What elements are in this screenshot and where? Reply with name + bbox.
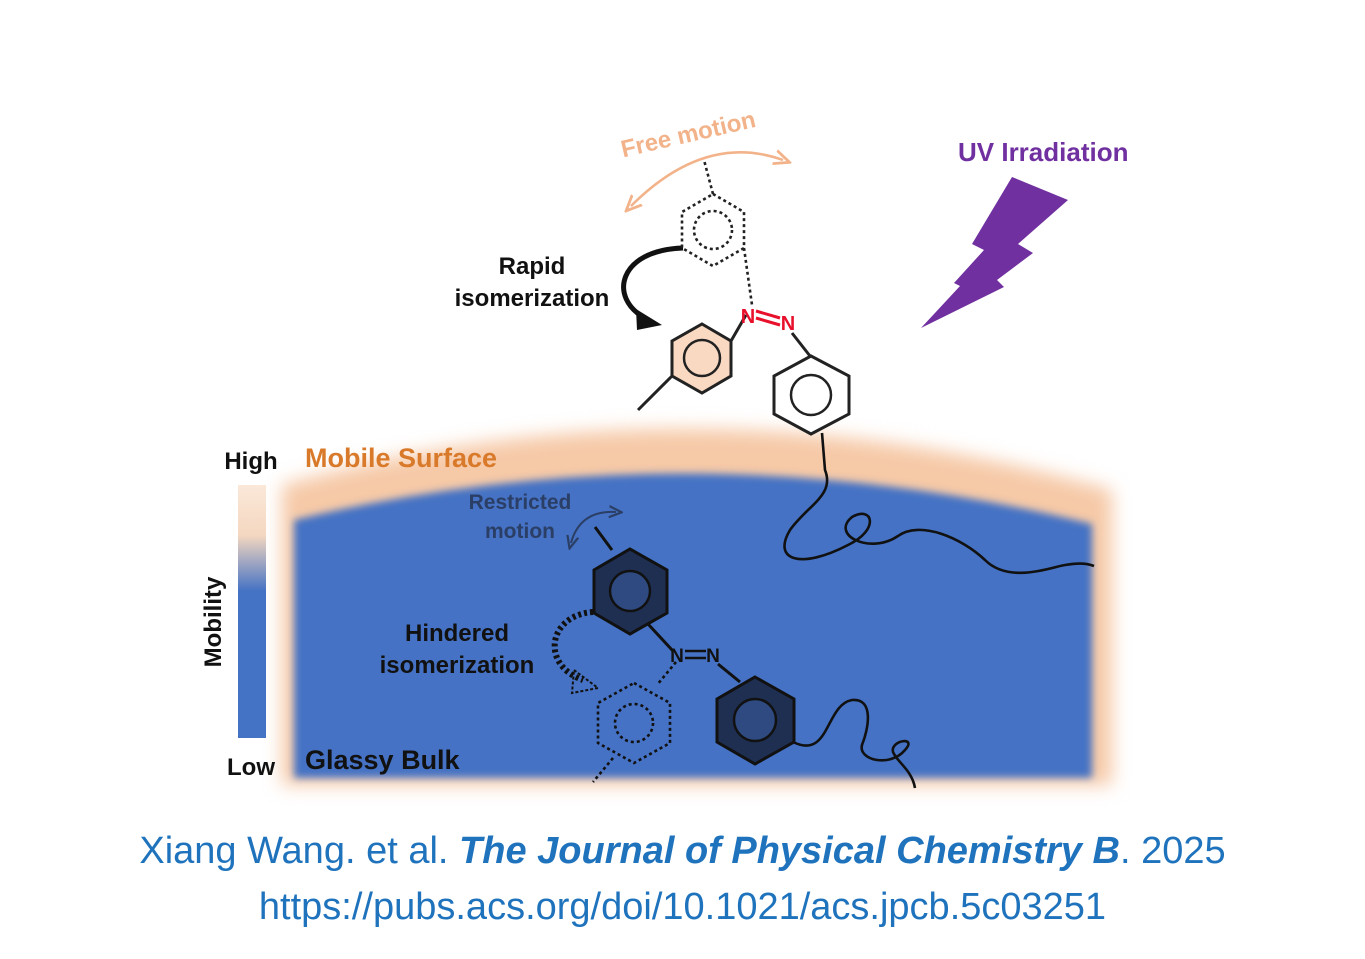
citation-authors: Xiang Wang. et al. — [139, 830, 460, 872]
phenyl-ring-surface-left — [636, 314, 748, 412]
azo-n-right-bulk: N — [706, 646, 720, 667]
glassy-bulk-label: Glassy Bulk — [305, 745, 461, 775]
cis-phenyl-ring-bulk — [592, 661, 678, 783]
azobenzene-mobility-diagram: High Low Mobility Mobile Surface Glassy … — [200, 106, 1128, 789]
cis-phenyl-ring-surface — [680, 159, 754, 306]
hindered-isomerization-arrow — [551, 609, 594, 683]
mobile-surface-label: Mobile Surface — [305, 443, 497, 473]
free-motion-arrow — [631, 152, 783, 206]
high-label: High — [224, 448, 277, 475]
rapid-arrowhead-icon — [636, 309, 662, 330]
hindered-isomerization-label: isomerization — [380, 652, 535, 679]
azo-n-left: N — [741, 306, 755, 328]
glassy-bulk-region — [294, 473, 1092, 778]
phenyl-ring-bulk-upper — [592, 526, 675, 653]
azo-n-left-bulk: N — [670, 646, 684, 667]
hindered-arrowhead-icon — [570, 668, 601, 695]
azo-n-right: N — [781, 313, 795, 335]
azo-double-bond — [755, 309, 781, 320]
uv-irradiation-label: UV Irradiation — [958, 137, 1128, 167]
free-motion-label: Free motion — [618, 106, 758, 163]
citation-year: . 2025 — [1119, 830, 1226, 872]
azo-double-bond-second — [755, 316, 781, 327]
low-label: Low — [227, 754, 275, 781]
hindered-label: Hindered — [405, 620, 509, 647]
phenyl-ring-bulk-lower — [715, 662, 796, 766]
rapid-isomerization-arrow — [621, 245, 684, 321]
phenyl-ring-surface-right — [772, 332, 851, 436]
citation-url[interactable]: https://pubs.acs.org/doi/10.1021/acs.jpc… — [258, 886, 1107, 928]
restricted-label: Restricted — [469, 491, 572, 514]
restricted-motion-arrow — [571, 512, 616, 543]
polymer-chain-bulk — [792, 698, 917, 789]
lightning-bolt-icon — [921, 177, 1068, 328]
restricted-motion-label: motion — [485, 520, 555, 543]
rapid-label: Rapid — [499, 253, 566, 280]
mobility-scale-bar — [238, 485, 266, 738]
mobility-axis-label: Mobility — [200, 576, 227, 667]
citation-line: Xiang Wang. et al. The Journal of Physic… — [0, 829, 1365, 873]
polymer-chain-surface — [783, 432, 1095, 575]
rapid-isomerization-label: isomerization — [455, 285, 610, 312]
citation-journal: The Journal of Physical Chemistry B — [459, 830, 1120, 872]
